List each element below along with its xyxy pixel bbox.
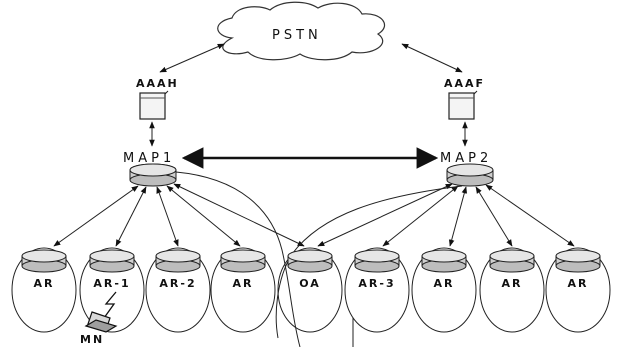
wireless-link-icon bbox=[103, 291, 117, 319]
link-pstn-aaaf bbox=[401, 43, 463, 73]
map1-label: MAP1 bbox=[123, 151, 175, 166]
aaah-label: AAAH bbox=[136, 77, 179, 90]
cell-labels: AR AR-1 AR-2 AR OA AR-3 AR AR AR bbox=[34, 277, 589, 290]
aaaf-server-icon bbox=[448, 90, 478, 120]
cell-label: AR bbox=[233, 277, 254, 290]
cell-label: AR bbox=[434, 277, 455, 290]
cell-label: AR bbox=[502, 277, 523, 290]
aaah-server-icon bbox=[139, 90, 169, 120]
aaaf-label: AAAF bbox=[444, 77, 485, 90]
domain-boundary-curve bbox=[275, 185, 463, 339]
map2-ar-links bbox=[317, 183, 575, 247]
pstn-label: PSTN bbox=[272, 28, 322, 43]
map1-ar-links bbox=[53, 183, 305, 247]
pstn-cloud: PSTN bbox=[217, 1, 385, 61]
ar-router-icons bbox=[21, 249, 601, 273]
domain-boundary-curve bbox=[175, 171, 301, 347]
ar-router-icon bbox=[287, 249, 333, 273]
link-pstn-aaah bbox=[159, 43, 225, 73]
cell-label: AR bbox=[34, 277, 55, 290]
ar-router-icon bbox=[89, 249, 135, 273]
cell-label: AR bbox=[568, 277, 589, 290]
cell-label: AR-2 bbox=[159, 277, 196, 290]
ar-router-icon bbox=[220, 249, 266, 273]
mn-label: MN bbox=[80, 333, 104, 346]
ar-router-icon bbox=[421, 249, 467, 273]
ar-router-icon bbox=[489, 249, 535, 273]
cell-label: AR-1 bbox=[93, 277, 130, 290]
ar-router-icon bbox=[155, 249, 201, 273]
cell-label: AR-3 bbox=[358, 277, 395, 290]
ar-router-icon bbox=[354, 249, 400, 273]
map2-router-icon bbox=[446, 163, 494, 187]
cell-label: OA bbox=[299, 277, 321, 290]
ar-router-icon bbox=[21, 249, 67, 273]
ar-router-icon bbox=[555, 249, 601, 273]
map1-router-icon bbox=[129, 163, 177, 187]
laptop-icon bbox=[84, 311, 118, 333]
map2-label: MAP2 bbox=[440, 151, 492, 166]
